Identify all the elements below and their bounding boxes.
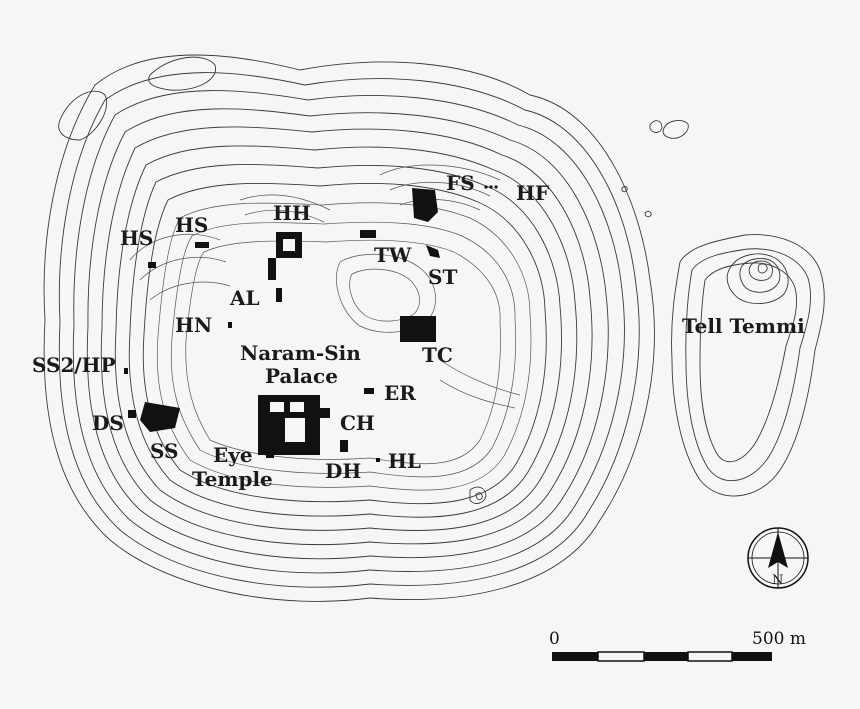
site-labels: HH FS HF HS HS TW ST AL HN TC Naram-Sin … xyxy=(32,171,805,491)
label-st: ST xyxy=(428,265,457,289)
label-tell-temmi: Tell Temmi xyxy=(682,314,805,338)
label-er: ER xyxy=(384,381,416,405)
main-mound-contours xyxy=(43,54,655,602)
excavation-areas xyxy=(124,185,498,462)
label-dh: DH xyxy=(325,459,361,483)
label-naram-sin: Naram-Sin xyxy=(240,341,361,365)
label-hh: HH xyxy=(273,201,311,225)
label-tw: TW xyxy=(374,243,412,267)
scale-start-label: 0 xyxy=(549,629,560,649)
tell-temmi-contours xyxy=(621,120,825,497)
north-arrow-icon xyxy=(768,532,788,568)
scale-bar: 0 500 m xyxy=(549,629,806,662)
scale-end-label: 500 m xyxy=(752,629,806,649)
label-tc: TC xyxy=(422,343,453,367)
label-hf: HF xyxy=(516,181,549,205)
label-ss: SS xyxy=(150,439,178,463)
label-palace: Palace xyxy=(265,364,338,388)
label-hs-right: HS xyxy=(175,213,208,237)
label-fs: FS xyxy=(446,171,475,195)
compass-rose: N xyxy=(747,527,809,589)
label-hn: HN xyxy=(175,313,212,337)
label-al: AL xyxy=(229,286,260,310)
label-hs-left: HS xyxy=(120,226,153,250)
label-temple: Temple xyxy=(192,467,273,491)
label-hl: HL xyxy=(388,449,421,473)
label-eye: Eye xyxy=(213,443,253,467)
label-ch: CH xyxy=(340,411,375,435)
compass-north-label: N xyxy=(772,573,783,588)
label-ss2hp: SS2/HP xyxy=(32,353,116,377)
label-ds: DS xyxy=(92,411,124,435)
